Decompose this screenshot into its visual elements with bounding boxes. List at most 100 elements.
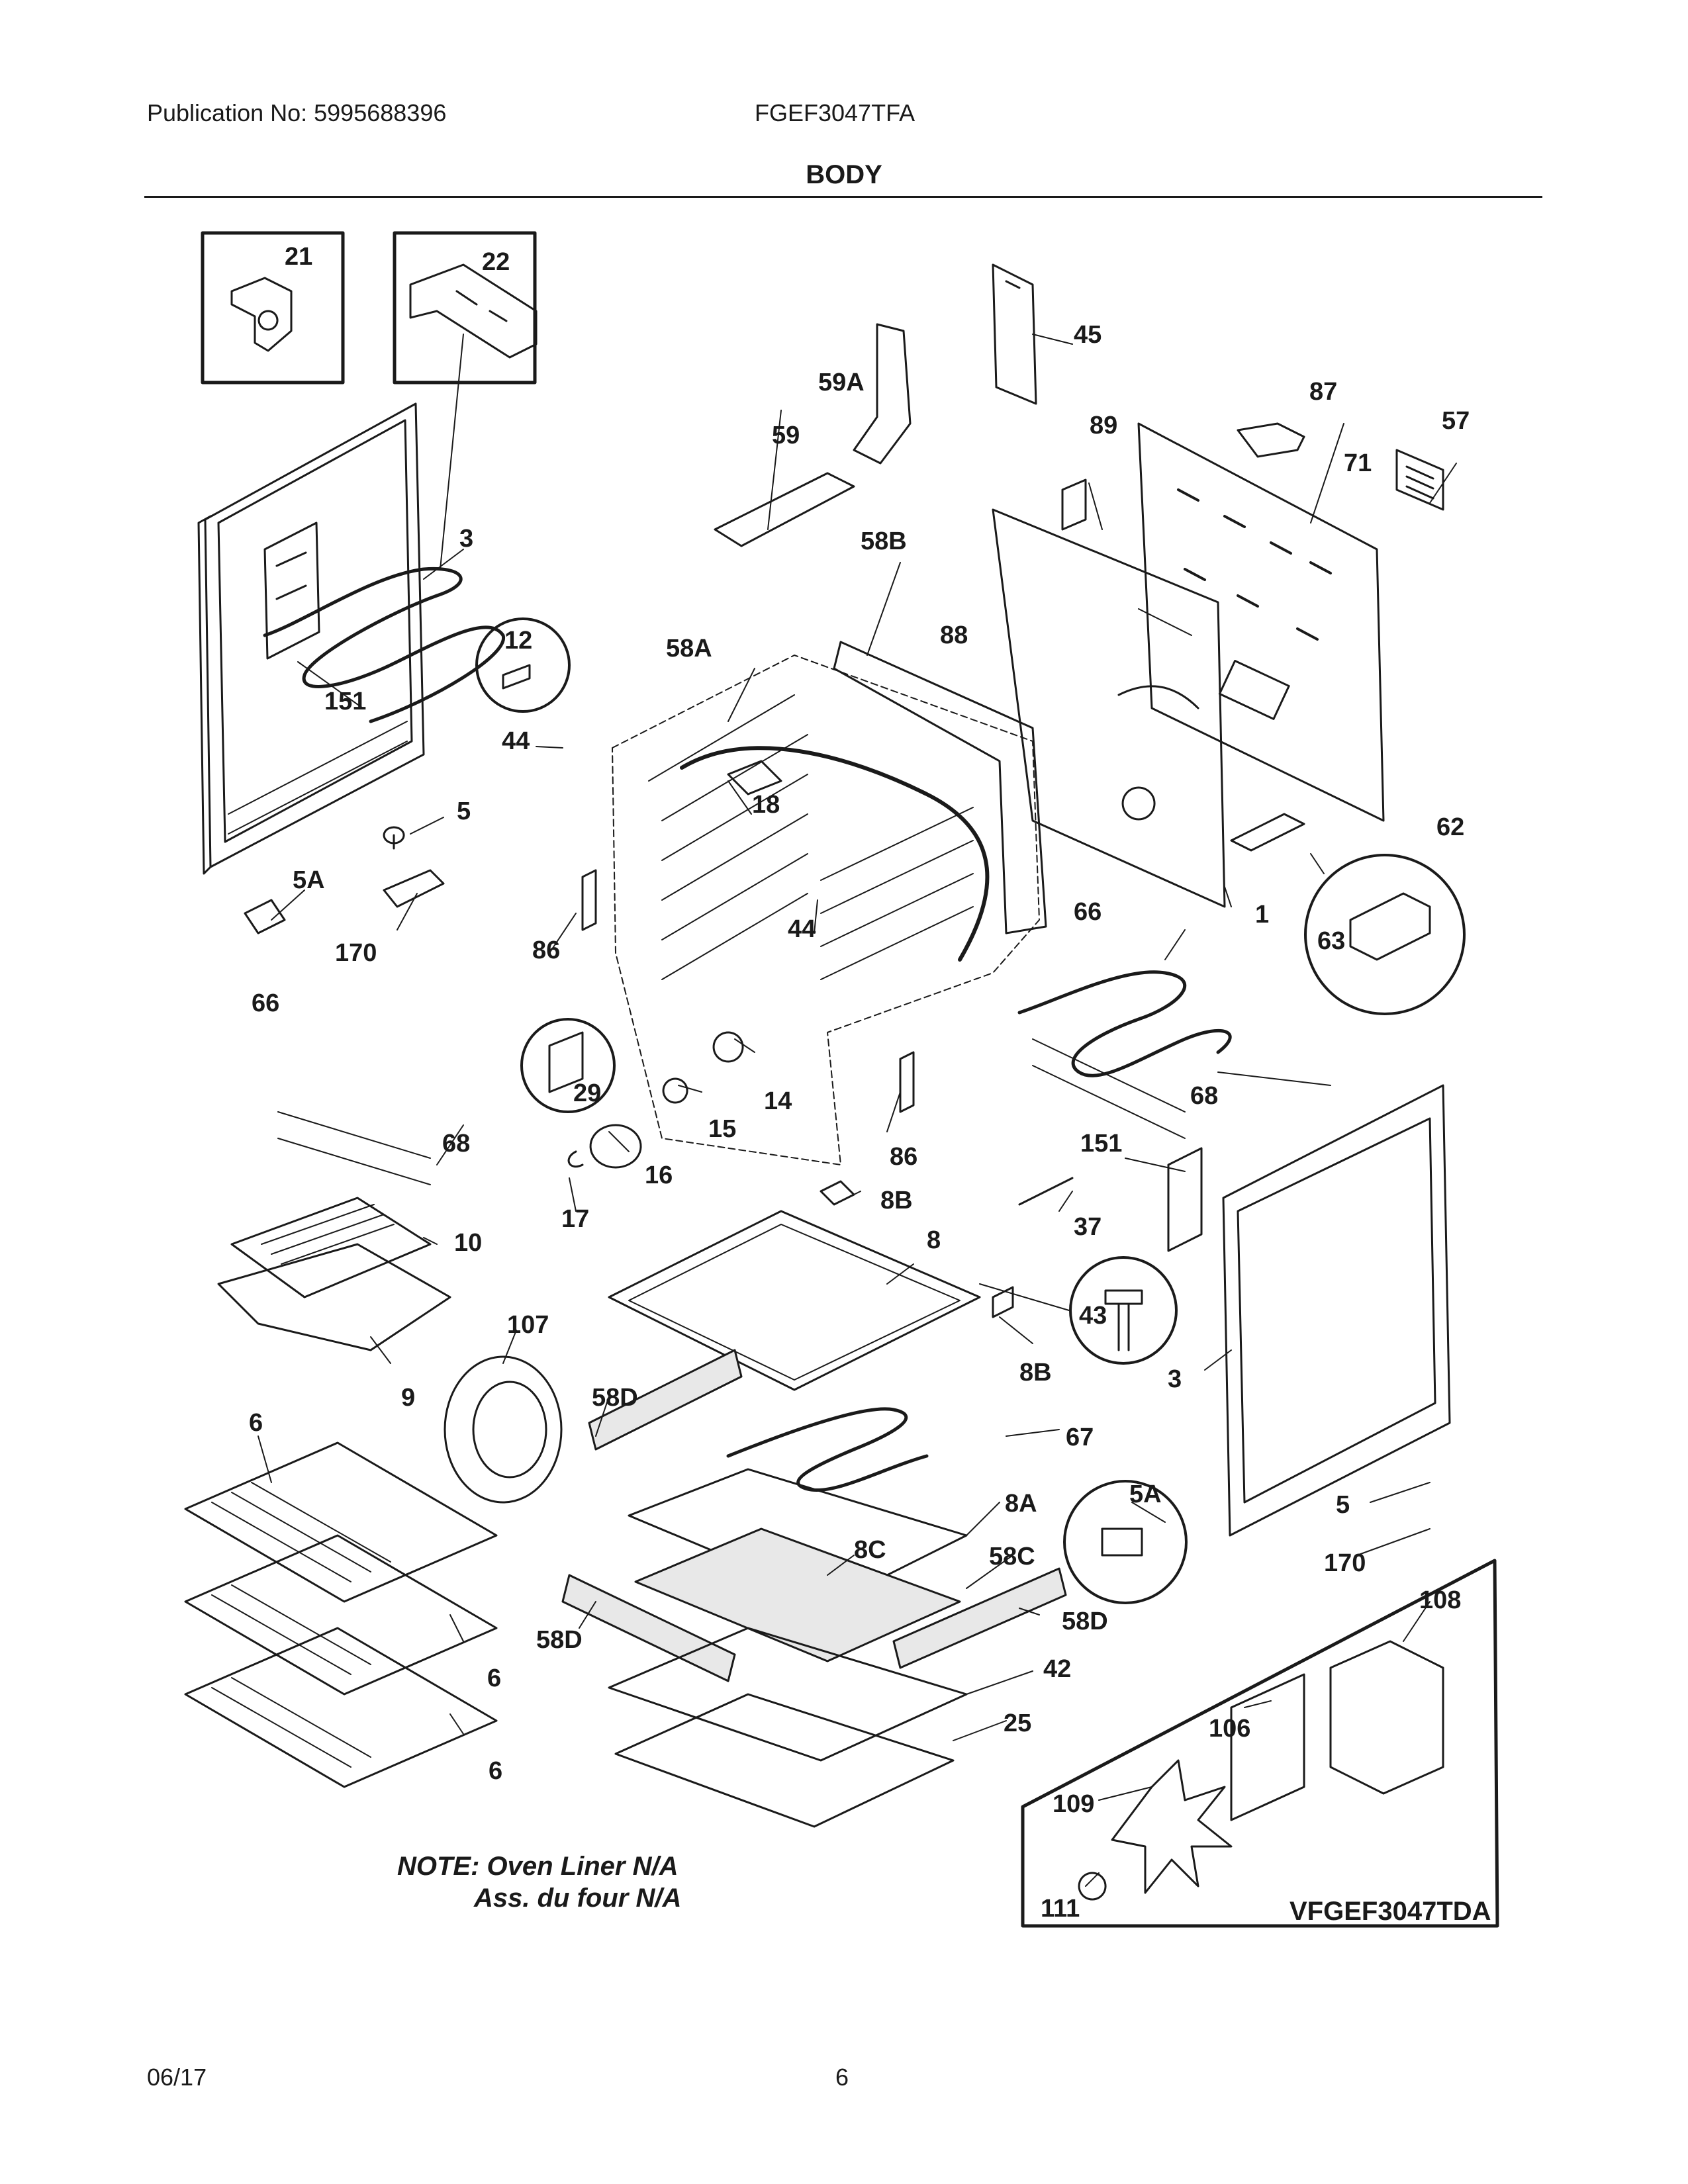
back-panel-1: [992, 508, 1226, 908]
callout-17: 17: [561, 1205, 589, 1233]
callout-bubble-62: [1304, 854, 1466, 1015]
oven-rack-3: [184, 1627, 498, 1788]
callout-86-lower: 86: [890, 1143, 917, 1171]
callout-8B-upper: 8B: [880, 1187, 913, 1214]
callout-8: 8: [927, 1226, 941, 1254]
callout-5A-right: 5A: [1129, 1480, 1162, 1508]
inset-box-22: [393, 231, 537, 385]
oven-rack-2: [184, 1534, 498, 1696]
callout-bubble-43: [1069, 1256, 1178, 1365]
bracket-151-left: [263, 522, 320, 660]
callout-6-bottom: 6: [489, 1757, 502, 1785]
bracket-5A: [244, 899, 286, 934]
callout-109: 109: [1053, 1790, 1094, 1818]
callout-66-right: 66: [1074, 898, 1102, 926]
callout-86-upper: 86: [532, 936, 560, 964]
model-number: FGEF3047TFA: [755, 99, 915, 126]
callout-67: 67: [1066, 1424, 1094, 1451]
callout-58A: 58A: [666, 635, 712, 662]
trim-58D-right: [892, 1567, 1067, 1669]
support-68-left: [277, 1111, 431, 1185]
callout-3-right: 3: [1168, 1365, 1182, 1393]
trim-59: [714, 472, 855, 547]
callout-6-middle: 6: [487, 1664, 501, 1692]
callout-9: 9: [401, 1384, 415, 1412]
subassembly-code: VFGEF3047TDA: [1289, 1897, 1491, 1926]
fan-motor-108: [1329, 1640, 1444, 1795]
callout-10: 10: [454, 1229, 482, 1257]
callout-62: 62: [1436, 813, 1464, 841]
callout-5A-left: 5A: [293, 866, 325, 894]
callout-42: 42: [1043, 1655, 1071, 1683]
part-22-bracket: [409, 263, 538, 359]
oven-liner: [612, 655, 1040, 1165]
callout-44-lower: 44: [788, 915, 816, 943]
element-66-left: [263, 567, 505, 723]
leveler-5: [383, 826, 405, 850]
callout-5-right: 5: [1336, 1491, 1350, 1519]
callout-151-left: 151: [324, 688, 366, 715]
bake-element-67: [726, 1407, 929, 1492]
terminal-block: [1230, 813, 1305, 852]
callout-44-upper: 44: [502, 727, 530, 755]
hinge-18: [727, 760, 782, 796]
callout-16: 16: [645, 1161, 673, 1189]
bracket-170: [383, 869, 445, 908]
inset-box-21: [201, 231, 345, 385]
fan-nut-111: [1078, 1872, 1107, 1901]
callout-1: 1: [1255, 901, 1269, 929]
footer-date: 06/17: [147, 2064, 207, 2091]
callout-18: 18: [752, 791, 780, 819]
page-number: 6: [835, 2064, 849, 2091]
section-title: BODY: [806, 160, 882, 189]
fan-kit-box: [1021, 1559, 1499, 1928]
bracket-89: [1061, 478, 1087, 531]
callout-8B-lower: 8B: [1019, 1359, 1052, 1387]
callout-71: 71: [1344, 449, 1372, 477]
callout-89: 89: [1090, 412, 1117, 439]
oven-liner-note-en: NOTE: Oven Liner N/A: [397, 1852, 679, 1881]
bottom-plate-25: [614, 1693, 955, 1828]
callout-bubble-29: [520, 1018, 616, 1113]
callout-5-left: 5: [457, 797, 471, 825]
callout-12: 12: [504, 627, 532, 655]
callout-8C: 8C: [854, 1536, 886, 1564]
callout-58D-left: 58D: [536, 1626, 583, 1654]
callout-59: 59: [772, 422, 800, 449]
oven-rack-1: [184, 1441, 498, 1603]
oven-bottom-8: [608, 1210, 981, 1391]
broiler-grid-10: [230, 1197, 432, 1298]
convection-cover-107: [444, 1355, 563, 1504]
bracket-8B: [820, 1180, 1014, 1318]
publication-number: Publication No: 5995688396: [147, 99, 447, 126]
callout-6-top: 6: [249, 1409, 263, 1437]
callout-106: 106: [1209, 1715, 1250, 1743]
side-panel-left: [197, 402, 425, 875]
oven-insulation-58B: [833, 641, 1047, 934]
header-rule: [144, 196, 1542, 198]
callout-111: 111: [1041, 1895, 1080, 1923]
callout-bubble-5A: [1063, 1480, 1188, 1604]
callout-43: 43: [1079, 1302, 1107, 1330]
lamp-socket-14: [712, 1031, 744, 1063]
vent-45: [992, 263, 1037, 405]
callout-59A: 59A: [818, 369, 865, 396]
trim-58D-left: [588, 1349, 743, 1451]
callout-107: 107: [507, 1311, 549, 1339]
callout-8A: 8A: [1005, 1490, 1037, 1518]
insulation-58C: [634, 1527, 961, 1662]
callout-170-right: 170: [1324, 1549, 1366, 1577]
vent-cover-57: [1395, 449, 1444, 511]
callout-57: 57: [1442, 407, 1470, 435]
fan-bracket-106: [1230, 1673, 1305, 1821]
callout-58D-right: 58D: [1062, 1608, 1108, 1635]
callout-37: 37: [1074, 1213, 1102, 1241]
callout-bubble-12: [475, 617, 571, 713]
callout-58C: 58C: [989, 1543, 1035, 1570]
broiler-pan-9: [217, 1243, 451, 1351]
bracket-151-right: [1167, 1147, 1203, 1252]
callout-68-right: 68: [1190, 1082, 1218, 1110]
wire-37: [1018, 1177, 1074, 1206]
lamp-cover-16: [589, 1124, 642, 1169]
side-panel-right: [1222, 1084, 1451, 1537]
